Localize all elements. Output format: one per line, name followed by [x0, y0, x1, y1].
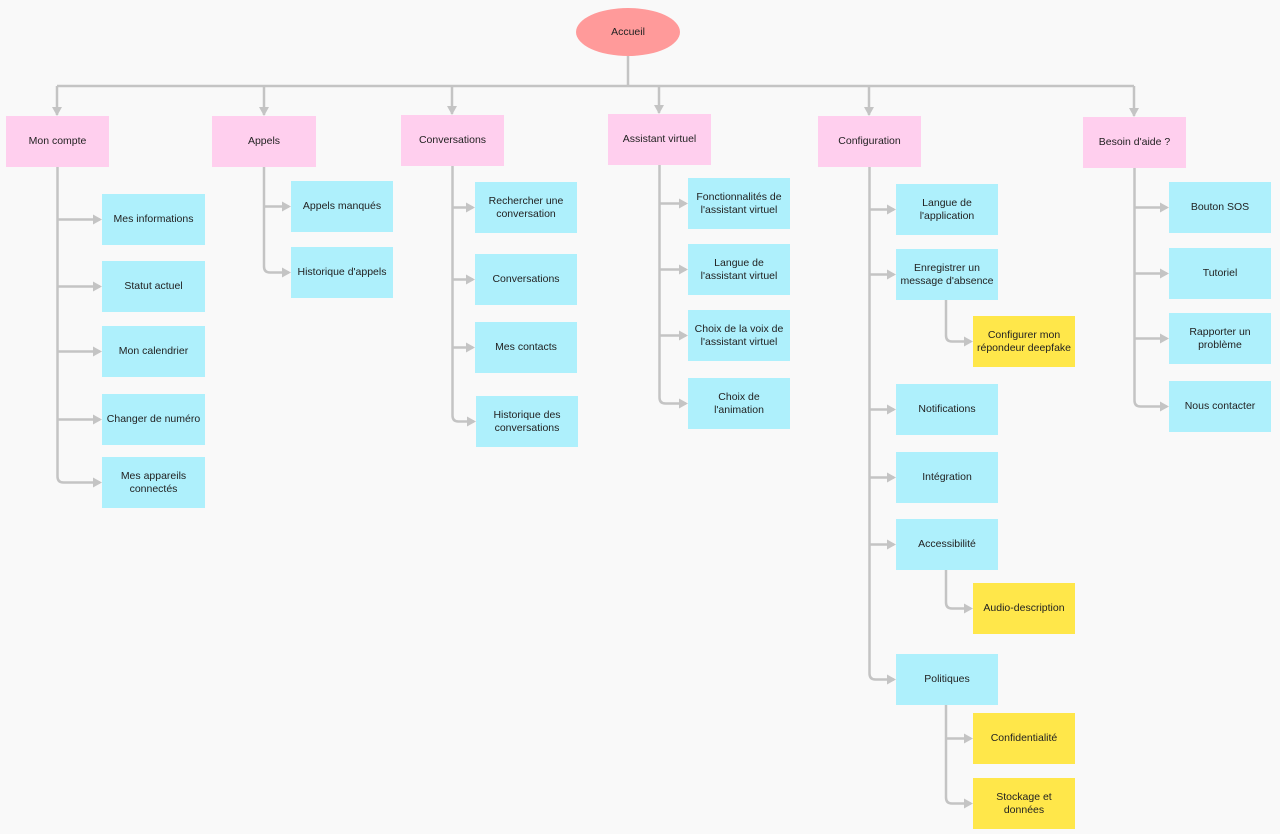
- connector-line: [56, 167, 64, 484]
- arrowhead-right: [1160, 202, 1169, 213]
- arrowhead-right: [466, 202, 475, 213]
- subitem-audio-description: Audio-description: [973, 583, 1075, 634]
- item-nous-contacter: Nous contacter: [1169, 381, 1271, 432]
- arrowhead-down: [1129, 108, 1139, 117]
- item-appels-manques: Appels manqués: [291, 181, 393, 232]
- arrowhead-right: [679, 398, 688, 409]
- item-changer-de-numero: Changer de numéro: [102, 394, 205, 445]
- arrowhead-down: [447, 106, 457, 115]
- arrowhead-right: [1160, 268, 1169, 279]
- arrowhead-down: [864, 107, 874, 116]
- arrowhead-down: [259, 107, 269, 116]
- item-mes-contacts: Mes contacts: [475, 322, 577, 373]
- arrowhead-down: [654, 105, 664, 114]
- arrowhead-right: [93, 346, 102, 357]
- arrowhead-right: [282, 267, 291, 278]
- arrowhead-right: [466, 274, 475, 285]
- arrowhead-right: [964, 733, 973, 744]
- connector-line: [451, 166, 459, 423]
- item-mon-calendrier: Mon calendrier: [102, 326, 205, 377]
- arrowhead-right: [964, 336, 973, 347]
- arrowhead-right: [887, 404, 896, 415]
- category-besoin-d-aide: Besoin d'aide ?: [1083, 117, 1186, 168]
- category-configuration: Configuration: [818, 116, 921, 167]
- item-fonctionnalites-de-l-assistant-virtuel: Fonctionnalités de l'assistant virtuel: [688, 178, 790, 229]
- arrowhead-right: [964, 798, 973, 809]
- arrowhead-right: [887, 204, 896, 215]
- connector-line: [1133, 168, 1141, 408]
- item-conversations: Conversations: [475, 254, 577, 305]
- arrowhead-right: [467, 416, 476, 427]
- arrowhead-right: [887, 269, 896, 280]
- connector-line: [944, 570, 953, 610]
- arrowhead-right: [93, 281, 102, 292]
- arrowhead-right: [887, 674, 896, 685]
- connector-line: [262, 167, 271, 274]
- item-langue-de-l-assistant-virtuel: Langue de l'assistant virtuel: [688, 244, 790, 295]
- arrowhead-right: [679, 264, 688, 275]
- category-appels: Appels: [212, 116, 316, 167]
- item-accessibilite: Accessibilité: [896, 519, 998, 570]
- item-integration: Intégration: [896, 452, 998, 503]
- item-politiques: Politiques: [896, 654, 998, 705]
- item-langue-de-l-application: Langue de l'application: [896, 184, 998, 235]
- item-enregistrer-un-message-d-absence: Enregistrer un message d'absence: [896, 249, 998, 300]
- category-conversations: Conversations: [401, 115, 504, 166]
- item-statut-actuel: Statut actuel: [102, 261, 205, 312]
- item-notifications: Notifications: [896, 384, 998, 435]
- arrowhead-right: [887, 539, 896, 550]
- connector-line: [944, 300, 953, 343]
- connector-line: [658, 165, 666, 405]
- arrowhead-right: [887, 472, 896, 483]
- item-choix-de-la-voix-de-l-assistant-virtuel: Choix de la voix de l'assistant virtuel: [688, 310, 790, 361]
- item-historique-d-appels: Historique d'appels: [291, 247, 393, 298]
- connector-line: [868, 167, 876, 681]
- arrowhead-right: [282, 201, 291, 212]
- arrowhead-right: [679, 330, 688, 341]
- item-mes-appareils-connectes: Mes appareils connectés: [102, 457, 205, 508]
- item-historique-des-conversations: Historique des conversations: [476, 396, 578, 447]
- arrowhead-right: [1160, 333, 1169, 344]
- category-assistant-virtuel: Assistant virtuel: [608, 114, 711, 165]
- subitem-confidentialite: Confidentialité: [973, 713, 1075, 764]
- item-rapporter-un-probleme: Rapporter un problème: [1169, 313, 1271, 364]
- arrowhead-right: [93, 477, 102, 488]
- arrowhead-right: [93, 414, 102, 425]
- arrowhead-right: [964, 603, 973, 614]
- item-mes-informations: Mes informations: [102, 194, 205, 245]
- category-mon-compte: Mon compte: [6, 116, 109, 167]
- subitem-configurer-mon-repondeur-deepfake: Configurer mon répondeur deepfake: [973, 316, 1075, 367]
- connector-line: [944, 705, 953, 805]
- item-choix-de-l-animation: Choix de l'animation: [688, 378, 790, 429]
- subitem-stockage-et-donnees: Stockage et données: [973, 778, 1075, 829]
- item-tutoriel: Tutoriel: [1169, 248, 1271, 299]
- arrowhead-right: [466, 342, 475, 353]
- arrowhead-right: [93, 214, 102, 225]
- arrowhead-down: [52, 107, 62, 116]
- item-bouton-sos: Bouton SOS: [1169, 182, 1271, 233]
- arrowhead-right: [679, 198, 688, 209]
- item-rechercher-une-conversation: Rechercher une conversation: [475, 182, 577, 233]
- root-node-accueil: Accueil: [576, 8, 680, 56]
- arrowhead-right: [1160, 401, 1169, 412]
